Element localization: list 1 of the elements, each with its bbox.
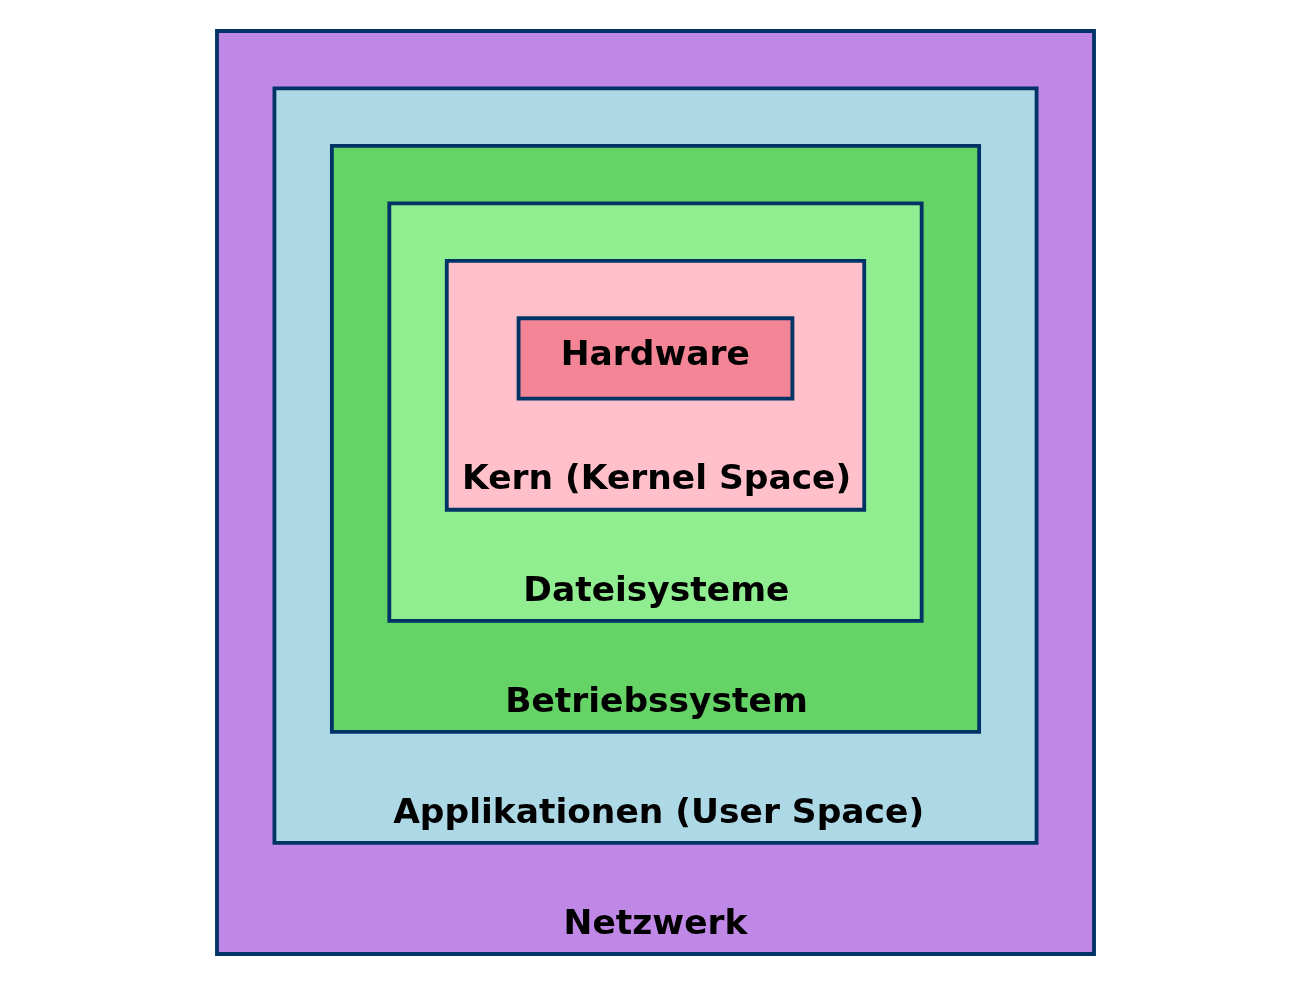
node-box: Hardware	[516, 316, 795, 401]
